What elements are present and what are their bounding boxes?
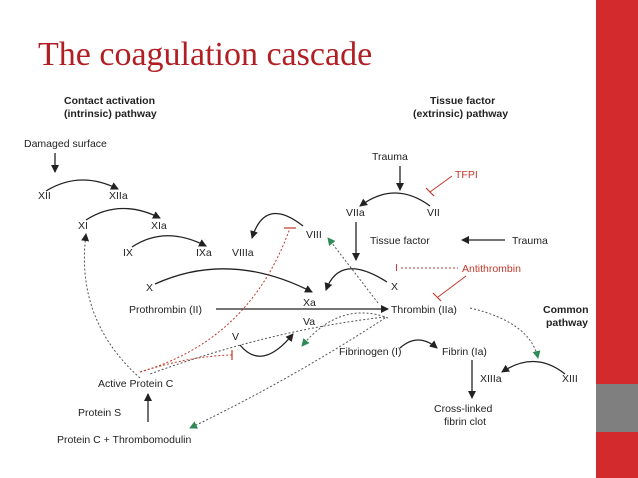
tissue-factor-label: Tissue factor (370, 235, 430, 247)
xiiia-label: XIIIa (480, 373, 502, 385)
extrinsic-header-line1: Tissue factor (430, 95, 495, 107)
antithrombin-inhibition-line (437, 275, 467, 298)
trauma-right-label: Trauma (512, 235, 548, 247)
vii-activation-arc (359, 192, 431, 207)
ix-activation-arc (131, 235, 207, 248)
extrinsic-header-line2: (extrinsic) pathway (413, 108, 508, 120)
thrombin-to-v-dotted (301, 312, 389, 347)
ixa-label: IXa (196, 247, 212, 259)
protein-s-label: Protein S (78, 407, 121, 419)
active-protein-c-label: Active Protein C (98, 378, 174, 390)
common-header-line2: pathway (546, 317, 588, 329)
protein-c-thrombomodulin-label: Protein C + Thrombomodulin (57, 434, 191, 446)
thrombin-to-xiii-dotted (469, 307, 541, 359)
damaged-surface-label: Damaged surface (24, 138, 107, 150)
tfpi-inhibition-bar (425, 187, 435, 197)
viiia-label: VIIIa (232, 247, 254, 259)
intrinsic-header-line1: Contact activation (64, 95, 155, 107)
slide-title: The coagulation cascade (38, 36, 373, 73)
antithrombin-label: Antithrombin (462, 263, 521, 275)
x-extrinsic-activation-arc (324, 268, 388, 291)
xii-activation-arc (45, 179, 119, 192)
fibrinogen-to-fibrin-arc (399, 339, 438, 349)
xiii-label: XIII (562, 373, 578, 385)
feedback-to-xi-dotted (81, 233, 141, 379)
viii-label: VIII (306, 229, 322, 241)
thrombin-to-viii-dotted (327, 237, 379, 304)
viia-label: VIIa (346, 207, 365, 219)
accent-sidebar-grey-block (596, 384, 638, 432)
antithrombin-inhibition-bar (432, 292, 442, 302)
common-header-line1: Common (543, 304, 589, 316)
fibrinogen-label: Fibrinogen (I) (339, 346, 401, 358)
antithrombin-bar-label: I (395, 262, 398, 274)
xa-label: Xa (303, 297, 316, 309)
x-right-label: X (391, 281, 398, 293)
ix-label: IX (123, 247, 133, 259)
vii-label: VII (427, 207, 440, 219)
trauma-top-label: Trauma (372, 151, 408, 163)
v-activation-arc (239, 333, 294, 357)
apc-inhibits-v-dotted (139, 354, 233, 373)
thrombin-to-protein-c-dotted (149, 316, 386, 375)
tfpi-label: TFPI (455, 169, 478, 181)
x-intrinsic-activation-arc (154, 268, 313, 293)
xiia-label: XIIa (109, 190, 128, 202)
fibrin-label: Fibrin (Ia) (442, 346, 487, 358)
xiii-activation-arc (501, 360, 566, 375)
v-label: V (232, 331, 239, 343)
xi-label: XI (78, 220, 88, 232)
thrombin-label: Thrombin (IIa) (391, 304, 457, 316)
viii-activation-arc (250, 212, 304, 239)
apc-inhibits-viii-dotted (139, 227, 291, 373)
xi-activation-arc (85, 207, 161, 221)
crosslinked-clot-line1: Cross-linked (434, 403, 493, 415)
xia-label: XIa (151, 220, 167, 232)
crosslinked-clot-line2: fibrin clot (444, 416, 486, 428)
xii-label: XII (38, 190, 51, 202)
intrinsic-header-line2: (intrinsic) pathway (64, 108, 157, 120)
va-label: Va (303, 316, 315, 328)
thrombin-to-thrombomodulin-dotted (189, 317, 386, 429)
x-left-label: X (146, 282, 153, 294)
tfpi-inhibition-line (429, 175, 453, 193)
prothrombin-label: Prothrombin (II) (129, 304, 202, 316)
